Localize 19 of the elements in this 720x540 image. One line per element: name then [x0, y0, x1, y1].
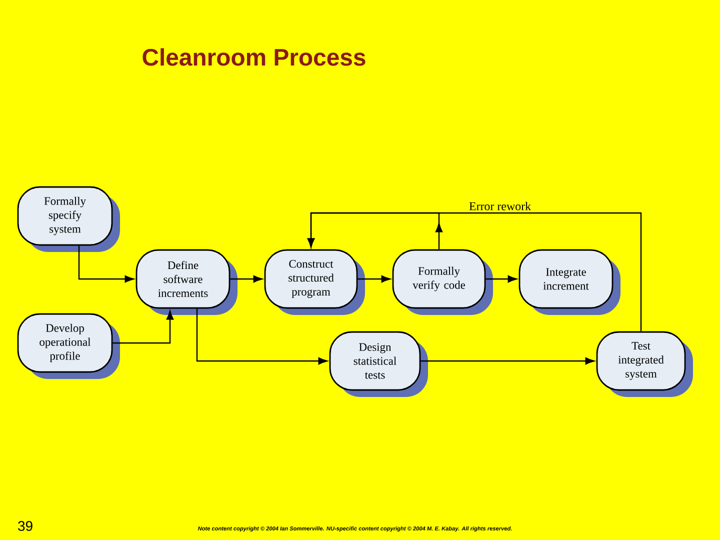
arrow — [420, 357, 594, 365]
arrow — [307, 212, 443, 250]
arrow — [230, 275, 262, 283]
process-box: Formally specify system — [17, 186, 120, 252]
arrow — [358, 275, 390, 283]
slide-number: 39 — [18, 521, 32, 531]
process-box: Develop operational profile — [17, 313, 120, 379]
arrow — [112, 310, 174, 344]
slide-title: Cleanroom Process — [142, 48, 366, 66]
process-box: Construct structured program — [264, 249, 365, 315]
process-box: Design statistical tests — [329, 331, 428, 397]
edge-label: Error rework — [469, 202, 532, 210]
arrow — [78, 246, 134, 283]
arrow — [196, 308, 328, 365]
process-box: Test integrated system — [596, 331, 693, 397]
process-box: Define software increments — [136, 249, 238, 315]
process-box: Formally verify code — [392, 249, 493, 315]
process-box: Integrate increment — [518, 249, 620, 315]
arrow — [486, 275, 517, 283]
